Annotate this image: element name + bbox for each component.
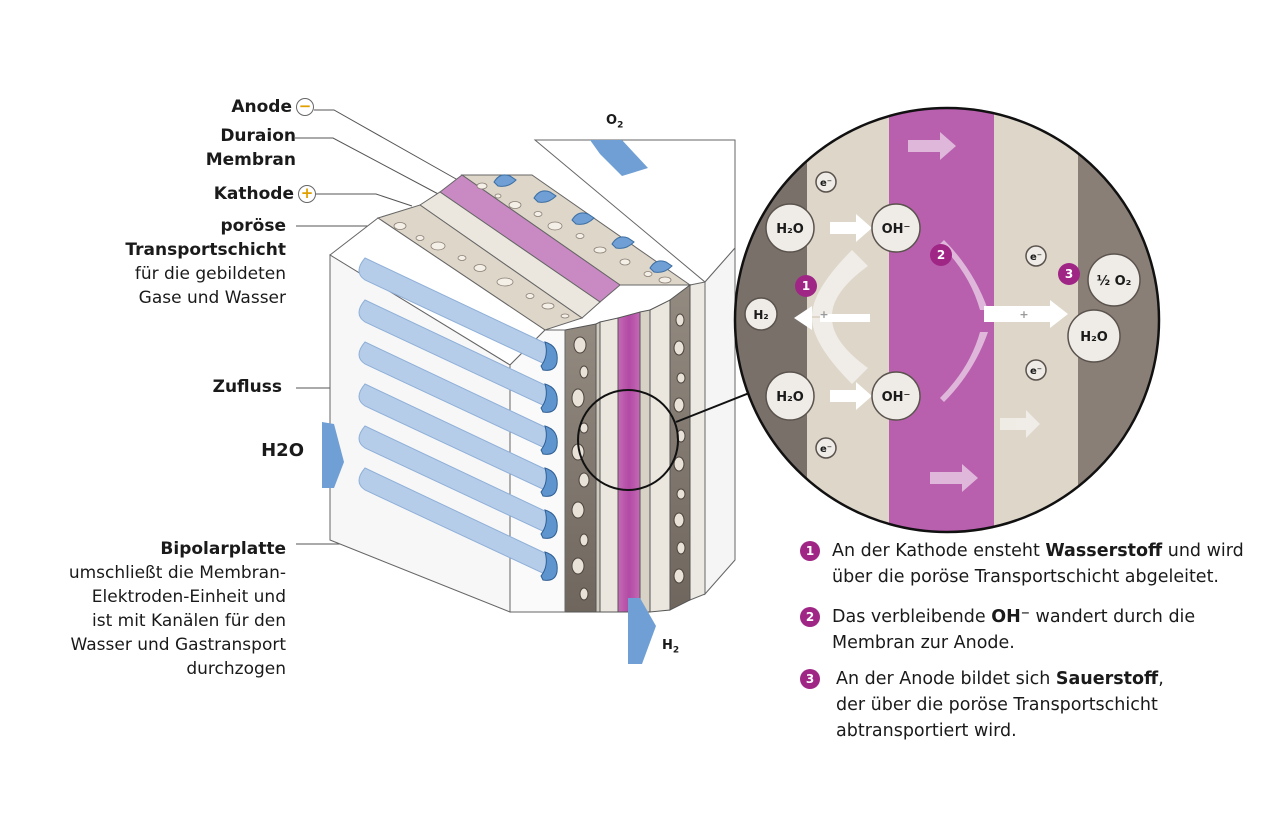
step-badge-3: 3 <box>1065 267 1073 281</box>
oh-text: OH⁻ <box>882 390 911 405</box>
step-badge-2: 2 <box>937 248 945 262</box>
membrane-line2: Membran <box>205 150 296 170</box>
membrane-line1: Duraion <box>220 126 296 146</box>
half-o2-molecule <box>1087 253 1141 307</box>
electron-text: e⁻ <box>1030 252 1042 263</box>
h2-arrow <box>628 598 656 664</box>
cathode-text: Kathode <box>213 184 294 204</box>
anode-text: Anode <box>231 97 292 117</box>
bipolar-desc3: ist mit Kanälen für den <box>92 611 286 631</box>
electron <box>1025 245 1047 267</box>
inflow-medium-label: H2O <box>261 440 304 461</box>
electron <box>815 437 837 459</box>
legend-item-1: 1 An der Kathode ensteht Wasserstoff und… <box>800 538 1270 590</box>
anode-label: Anode− <box>150 95 314 119</box>
legend-item-2: 2 Das verbleibende OH⁻ wandert durch die… <box>800 604 1270 656</box>
h2-flow-label: H2 <box>662 638 680 656</box>
zoom-text: H₂O OH⁻ H₂O OH⁻ H₂ ½ O₂ H₂O e⁻ e⁻ e⁻ e⁻ … <box>753 178 1131 455</box>
front-pores <box>571 313 686 601</box>
ptl-desc2: Gase und Wasser <box>138 288 286 308</box>
h2o-text: H₂O <box>776 222 804 237</box>
o2-arrow <box>590 140 648 176</box>
h2-molecule <box>744 297 778 331</box>
bipolar-desc2: Elektroden-Einheit und <box>91 587 286 607</box>
legend-badge-1: 1 <box>800 541 820 561</box>
oh-molecule <box>871 203 921 253</box>
top-pores <box>393 182 672 319</box>
membrane-label: Duraion Membran <box>130 124 296 172</box>
legend-badge-2: 2 <box>800 607 820 627</box>
oh-text: OH⁻ <box>882 222 911 237</box>
h2o-arrow <box>322 422 344 488</box>
plus-sign: + <box>819 308 828 321</box>
h2o-text: H₂O <box>1080 330 1108 345</box>
ptl-desc1: für die gebildeten <box>134 264 286 284</box>
electron <box>1025 359 1047 381</box>
legend-badge-3: 3 <box>800 669 820 689</box>
oh-molecule <box>871 371 921 421</box>
h2o-molecule <box>765 371 815 421</box>
bipolar-title: Bipolarplatte <box>160 539 286 559</box>
electron-text: e⁻ <box>820 444 832 455</box>
bipolar-desc5: durchzogen <box>186 659 286 679</box>
plus-sign: + <box>1019 308 1028 321</box>
flow-arrows <box>322 140 656 664</box>
minus-sign-icon: − <box>296 98 314 116</box>
h2o-molecule <box>1067 309 1121 363</box>
ptl-line2: Transportschicht <box>125 240 286 260</box>
step-badge-1: 1 <box>802 279 810 293</box>
half-o2-text: ½ O₂ <box>1097 274 1132 289</box>
cathode-label: Kathode+ <box>150 182 316 206</box>
plus-sign-icon: + <box>298 185 316 203</box>
inflow-text: Zufluss <box>212 377 282 397</box>
h2o-text: H₂O <box>776 390 804 405</box>
h2o-molecule <box>765 203 815 253</box>
o2-flow-label: O2 <box>606 113 624 131</box>
ptl-label: poröse Transportschicht für die gebildet… <box>90 214 286 310</box>
electron-text: e⁻ <box>1030 366 1042 377</box>
bipolar-desc4: Wasser und Gastransport <box>70 635 286 655</box>
h2-text: H₂ <box>753 308 768 322</box>
bipolar-desc1: umschließt die Membran- <box>68 563 286 583</box>
bipolar-label: Bipolarplatte umschließt die Membran- El… <box>20 537 286 681</box>
electron-text: e⁻ <box>820 178 832 189</box>
cathode-channels <box>358 257 558 581</box>
step-badges <box>795 244 1080 297</box>
electron <box>815 171 837 193</box>
ptl-line1: poröse <box>220 216 286 236</box>
anode-channels <box>493 174 673 273</box>
molecules <box>744 171 1141 459</box>
inflow-label: Zufluss <box>150 375 282 399</box>
legend-item-3: 3 An der Anode bildet sich Sauerstoff,de… <box>800 666 1270 744</box>
